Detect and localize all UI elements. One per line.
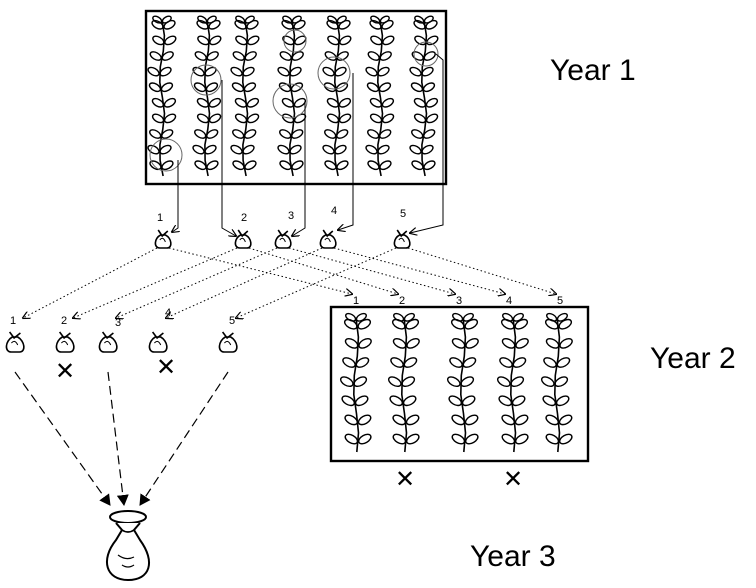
seed-split-arrow <box>248 247 398 294</box>
rejected-row-mark: ✕ <box>395 466 415 493</box>
year2-row-number: 3 <box>456 295 462 307</box>
selected-plant-circle <box>272 83 308 119</box>
seed-split-arrow <box>407 247 556 294</box>
year2-label: Year 2 <box>650 342 736 375</box>
year2-plant-row <box>387 312 420 453</box>
seed-split-arrow <box>236 247 397 318</box>
selected-plant-circle <box>190 64 222 96</box>
year2-bag-number: 3 <box>115 317 121 329</box>
year2-row-number: 5 <box>557 295 563 307</box>
year1-seed-bag <box>234 229 252 249</box>
year1-bag-number: 4 <box>331 205 337 217</box>
rejected-bag-mark: ✕ <box>55 358 75 385</box>
selection-connector-line <box>221 80 236 236</box>
selection-connector-line <box>292 101 306 236</box>
year2-bag-number: 5 <box>229 315 235 327</box>
year2-seed-bag <box>55 331 75 353</box>
year1-seed-bag <box>393 229 411 249</box>
selection-connector-line <box>172 160 178 232</box>
seed-split-arrow <box>168 247 352 294</box>
year3-label: Year 3 <box>470 540 556 573</box>
year1-bag-number: 2 <box>241 212 247 224</box>
year2-plant-row <box>339 312 372 453</box>
year2-bag-number: 2 <box>61 315 67 327</box>
year1-seed-bag <box>274 229 292 249</box>
year1-plant-row <box>322 15 352 177</box>
bulk-seed-arrow <box>14 371 111 506</box>
bulk-seed-arrow <box>139 371 229 506</box>
year1-seed-bag <box>319 229 337 249</box>
year1-label: Year 1 <box>550 54 636 87</box>
year2-row-number: 1 <box>353 295 359 307</box>
bulk-seed-arrow <box>107 371 129 506</box>
seed-split-arrow <box>333 247 505 294</box>
selected-plant-circle <box>413 41 439 67</box>
year1-plant-row <box>230 15 260 177</box>
year1-bag-number: 1 <box>157 212 163 224</box>
seed-split-arrow <box>73 247 238 318</box>
selected-plant-circle <box>317 56 351 90</box>
seed-split-arrow <box>288 247 455 294</box>
year2-seed-bag <box>98 331 118 353</box>
year2-field-plot <box>329 305 590 463</box>
year1-field-plot <box>144 9 448 186</box>
year2-seed-bag <box>148 331 168 353</box>
seed-split-arrow <box>116 247 278 318</box>
year2-row-number: 4 <box>506 295 512 307</box>
year2-bag-number: 1 <box>10 315 16 327</box>
rejected-row-mark: ✕ <box>503 466 523 493</box>
selected-plant-circle <box>149 138 183 172</box>
year1-seed-bag <box>154 229 172 249</box>
year1-bag-number: 3 <box>288 210 294 222</box>
year2-seed-bag <box>5 331 25 353</box>
selected-plant-circle <box>283 29 307 53</box>
year1-plant-row <box>277 15 307 177</box>
year2-seed-bag <box>218 331 238 353</box>
year1-plant-row <box>192 15 222 177</box>
selection-connector-line <box>338 73 354 230</box>
year2-plant-row <box>540 312 573 453</box>
year2-plant-row <box>496 312 529 453</box>
year1-plant-row <box>409 15 439 177</box>
rejected-bag-mark: ✕ <box>156 354 176 381</box>
selection-connector-line <box>410 53 444 233</box>
year3-bulk-seed-bag <box>106 510 150 582</box>
year2-row-number: 2 <box>399 295 405 307</box>
seed-split-arrow <box>23 247 158 318</box>
seed-split-arrow <box>166 247 323 318</box>
year2-plant-row <box>446 312 479 453</box>
year2-bag-number: 4 <box>165 307 171 319</box>
year1-plant-row <box>147 15 177 177</box>
year1-bag-number: 5 <box>400 208 406 220</box>
year1-plant-row <box>365 15 395 177</box>
